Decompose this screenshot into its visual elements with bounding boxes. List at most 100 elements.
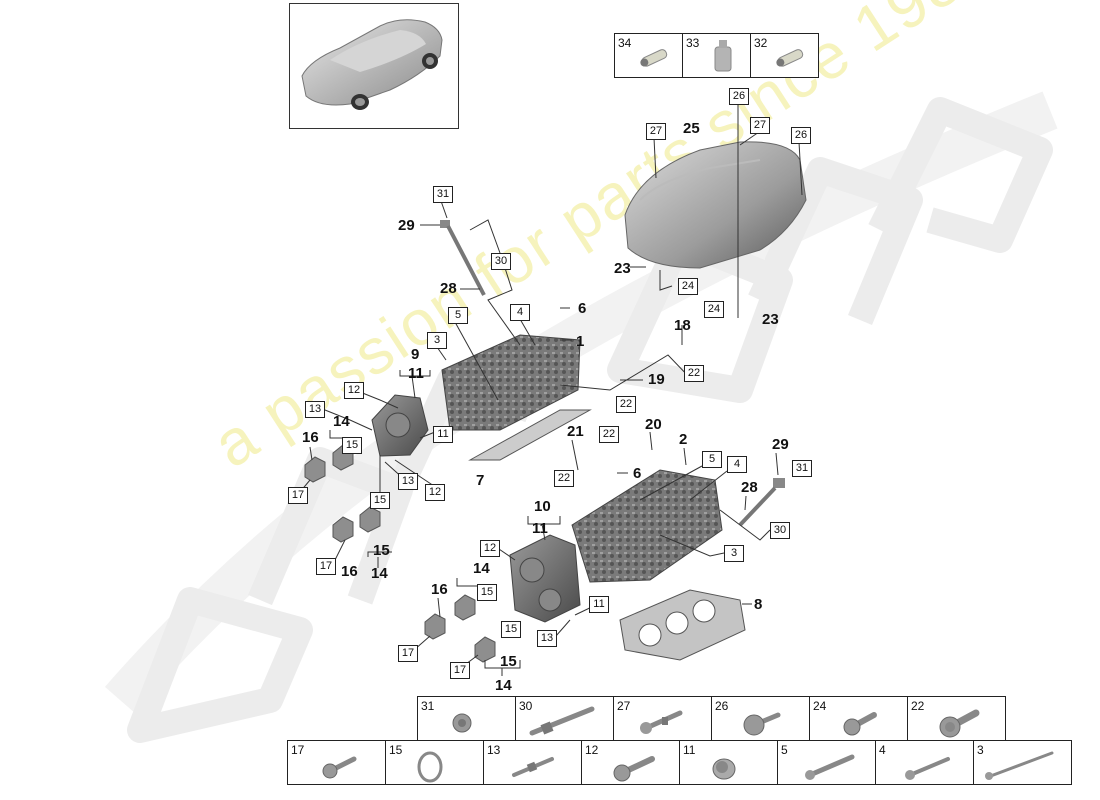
legend-cell[interactable]: 24	[809, 696, 908, 741]
legend-cell[interactable]: 11	[679, 740, 778, 785]
callout-box[interactable]: 3	[724, 545, 744, 562]
callout-label[interactable]: 2	[679, 431, 688, 448]
callout-box[interactable]: 24	[678, 278, 698, 295]
callout-box[interactable]: 12	[344, 382, 364, 399]
callout-label[interactable]: 9	[411, 346, 420, 363]
callout-label[interactable]: 20	[645, 416, 662, 433]
callout-label[interactable]: 28	[440, 280, 457, 297]
callout-label[interactable]: 28	[741, 479, 758, 496]
callout-label[interactable]: 11	[408, 365, 424, 382]
callout-box[interactable]: 30	[491, 253, 511, 270]
legend-cell[interactable]: 30	[515, 696, 614, 741]
nut-icon	[452, 713, 472, 733]
callout-box[interactable]: 17	[398, 645, 418, 662]
callout-box[interactable]: 5	[448, 307, 468, 324]
callout-box[interactable]: 17	[288, 487, 308, 504]
callout-box[interactable]: 3	[427, 332, 447, 349]
callout-box[interactable]: 13	[398, 473, 418, 490]
callout-label[interactable]: 6	[633, 465, 642, 482]
callout-label[interactable]: 19	[648, 371, 665, 388]
callout-label[interactable]: 14	[473, 560, 490, 577]
callout-box[interactable]: 26	[791, 127, 811, 144]
callout-box[interactable]: 31	[433, 186, 453, 203]
callout-box[interactable]: 15	[501, 621, 521, 638]
callout-label[interactable]: 14	[371, 565, 388, 582]
callout-label[interactable]: 11	[532, 520, 548, 537]
ignition-coil-1-part[interactable]	[440, 220, 486, 296]
callout-label[interactable]: 25	[683, 120, 700, 137]
legend-cell[interactable]: 4	[875, 740, 974, 785]
legend-cell[interactable]: 3	[973, 740, 1072, 785]
part-number: 34	[618, 36, 632, 50]
callout-label[interactable]: 8	[754, 596, 763, 613]
callout-label[interactable]: 23	[762, 311, 779, 328]
callout-box[interactable]: 12	[425, 484, 445, 501]
callout-label[interactable]: 10	[534, 498, 551, 515]
callout-label[interactable]: 14	[333, 413, 350, 430]
callout-box[interactable]: 30	[770, 522, 790, 539]
legend-cell[interactable]: 5	[777, 740, 876, 785]
gasket-7-part[interactable]	[468, 409, 592, 461]
legend-cell[interactable]: 22	[907, 696, 1006, 741]
legend-cell[interactable]: 31	[417, 696, 516, 741]
callout-box[interactable]: 13	[305, 401, 325, 418]
callout-box[interactable]: 12	[480, 540, 500, 557]
legend-cell[interactable]: 15	[385, 740, 484, 785]
callout-label[interactable]: 29	[398, 217, 415, 234]
callout-label[interactable]: 21	[567, 423, 584, 440]
legend-cell[interactable]: 26	[711, 696, 810, 741]
tube-icon	[640, 49, 668, 67]
legend-cell[interactable]: 12	[581, 740, 680, 785]
callout-box[interactable]: 4	[510, 304, 530, 321]
callout-label[interactable]: 29	[772, 436, 789, 453]
cam-cover-1-part[interactable]	[371, 394, 429, 457]
callout-box[interactable]: 22	[554, 470, 574, 487]
callout-box[interactable]: 22	[684, 365, 704, 382]
part-number: 4	[879, 743, 886, 757]
cam-cover-2-part[interactable]	[509, 534, 581, 623]
callout-label[interactable]: 7	[476, 472, 485, 489]
legend-cell[interactable]: 27	[613, 696, 712, 741]
flange-bolt-icon	[743, 712, 781, 736]
callout-box[interactable]: 13	[537, 630, 557, 647]
callout-label[interactable]: 15	[500, 653, 517, 670]
callout-box[interactable]: 17	[316, 558, 336, 575]
part-number: 15	[389, 743, 403, 757]
legend-cell[interactable]: 13	[483, 740, 582, 785]
legend-cell[interactable]: 17	[287, 740, 386, 785]
callout-box[interactable]: 27	[646, 123, 666, 140]
o-ring-icon	[417, 751, 443, 783]
callout-box[interactable]: 24	[704, 301, 724, 318]
ignition-coil-2-part[interactable]	[738, 478, 785, 527]
callout-box[interactable]: 11	[433, 426, 453, 443]
callout-label[interactable]: 14	[495, 677, 512, 694]
callout-box[interactable]: 22	[616, 396, 636, 413]
gasket-8-part[interactable]	[619, 589, 746, 661]
callout-box[interactable]: 15	[477, 584, 497, 601]
vehicle-thumbnail[interactable]	[289, 3, 459, 129]
legend-cell[interactable]: 33	[682, 33, 751, 78]
callout-label[interactable]: 16	[302, 429, 319, 446]
cylinder-head-2-part[interactable]	[571, 469, 723, 583]
callout-label[interactable]: 16	[431, 581, 448, 598]
part-number: 24	[813, 699, 827, 713]
callout-box[interactable]: 11	[589, 596, 609, 613]
heat-shield-part[interactable]	[624, 141, 807, 269]
callout-label[interactable]: 16	[341, 563, 358, 580]
callout-box[interactable]: 15	[370, 492, 390, 509]
callout-label[interactable]: 1	[576, 333, 585, 350]
callout-box[interactable]: 27	[750, 117, 770, 134]
callout-box[interactable]: 22	[599, 426, 619, 443]
callout-box[interactable]: 15	[342, 437, 362, 454]
legend-cell[interactable]: 32	[750, 33, 819, 78]
callout-box[interactable]: 5	[702, 451, 722, 468]
callout-label[interactable]: 15	[373, 542, 390, 559]
callout-label[interactable]: 23	[614, 260, 631, 277]
callout-box[interactable]: 31	[792, 460, 812, 477]
callout-label[interactable]: 18	[674, 317, 691, 334]
washer-bolt-icon	[939, 709, 980, 738]
callout-box[interactable]: 26	[729, 88, 749, 105]
callout-box[interactable]: 4	[727, 456, 747, 473]
callout-box[interactable]: 17	[450, 662, 470, 679]
callout-label[interactable]: 6	[578, 300, 587, 317]
